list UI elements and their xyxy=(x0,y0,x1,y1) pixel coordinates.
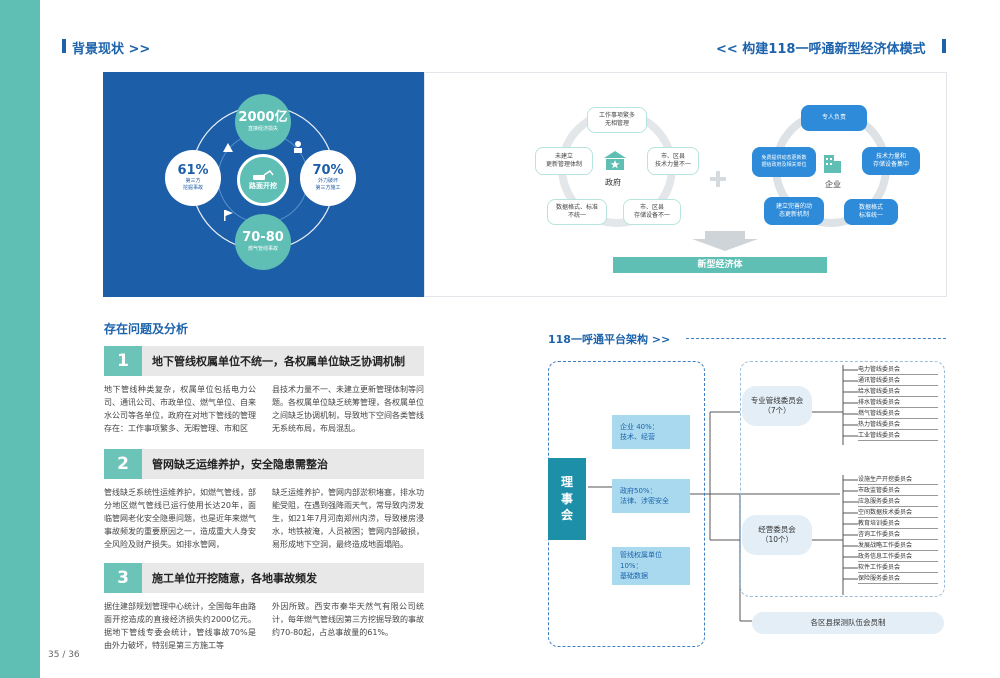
problem-2-text-col1: 管线缺乏系统性运维养护，如燃气管线，部分地区燃气管线已运行使用长达20年，面临管… xyxy=(104,488,256,549)
stat-left-label: 第三方 挖掘事故 xyxy=(182,178,203,192)
left-sidebar-strip xyxy=(0,0,40,678)
stat-top-label: 直接经济损失 xyxy=(247,125,278,132)
problem-1-text-col2: 县技术力量不一、未建立更新管理体制等问题。各权属单位缺乏统筹管理，各权属单位之间… xyxy=(272,385,424,433)
gov-issue-5: 市、区县 存储设备不一 xyxy=(623,199,681,225)
ent-benefit-5: 数据格式 标准统一 xyxy=(844,199,898,225)
worker-icon xyxy=(294,141,302,153)
ent-benefit-1: 专人负责 xyxy=(801,105,867,131)
problems-title: 存在问题及分析 xyxy=(104,322,189,336)
header-right-bar xyxy=(942,39,946,53)
pipeline-committee-item: 燃气管线委员会 xyxy=(858,408,938,419)
problem-1-title: 地下管线权属单位不统一，各权属单位缺乏协调机制 xyxy=(142,346,424,376)
business-committee-list: 设施生产开挖委员会市政监管委员会应急服务委员会空间数据技术委员会教育培训委员会咨… xyxy=(858,474,938,584)
pipeline-committee-count: （7个） xyxy=(763,406,791,415)
problem-2-number: 2 xyxy=(104,449,142,479)
pipeline-committee-item: 工业管线委员会 xyxy=(858,430,938,441)
ent-label: 企业 xyxy=(825,180,841,189)
business-committee-item: 政务信息工作委员会 xyxy=(858,551,938,562)
council-share-pipeline-owners: 管线权属单位10%： 基础数据 xyxy=(612,547,690,585)
header-right-title: << 构建118一呼通新型经济体模式 xyxy=(716,42,926,57)
business-committee-item: 咨询工作委员会 xyxy=(858,529,938,540)
business-committee-item: 应急服务委员会 xyxy=(858,496,938,507)
ent-benefit-4: 建立完善的动 态更新机制 xyxy=(764,197,824,225)
committees-frame xyxy=(740,361,945,597)
council-share-government: 政府50%： 法律、涉密安全 xyxy=(612,479,690,513)
pipeline-committee-name: 专业管线委员会 xyxy=(750,395,804,405)
pipeline-committee-item: 排水管线委员会 xyxy=(858,397,938,408)
problem-1-text-col1: 地下管线种类复杂，权属单位包括电力公司、通讯公司、市政单位、燃气单位、自来水公司… xyxy=(104,385,256,433)
economy-model-panel: 工作事项繁多 无相管理 未建立 更新管理体制 市、区县 技术力量不一 数据格式、… xyxy=(424,72,947,297)
ent-benefit-2: 免费提供动态更新数 据给政府及相关单位 xyxy=(752,147,816,177)
stat-circle-top: 2000亿 直接经济损失 xyxy=(235,94,291,150)
pipeline-committee-item: 电力管线委员会 xyxy=(858,364,938,375)
hand-icon xyxy=(223,143,233,152)
problem-1-number: 1 xyxy=(104,346,142,376)
stat-bottom-value: 70-80 xyxy=(242,230,284,246)
stat-bottom-label: 燃气管线事故 xyxy=(247,245,278,252)
pipeline-committee-item: 通讯管线委员会 xyxy=(858,375,938,386)
header-left-bar xyxy=(62,39,66,53)
excavator-icon xyxy=(253,169,274,180)
problem-3-title: 施工单位开挖随意，各地事故频发 xyxy=(142,563,424,593)
business-committee-item: 市政监管委员会 xyxy=(858,485,938,496)
stat-circle-center: 路面开挖 xyxy=(237,154,289,206)
accident-stats-panel: 2000亿 直接经济损失 61% 第三方 挖掘事故 70% 外力破坏 第三方施工… xyxy=(103,72,424,297)
district-survey-membership: 各区县探测队伍会员制 xyxy=(752,612,944,634)
stat-circle-right: 70% 外力破坏 第三方施工 xyxy=(300,150,356,206)
pipeline-committee-list: 电力管线委员会通讯管线委员会给水管线委员会排水管线委员会燃气管线委员会热力管线委… xyxy=(858,364,938,441)
page-number: 35 / 36 xyxy=(48,650,80,660)
council-label: 理 事 会 xyxy=(548,458,586,540)
council-share-enterprise: 企业 40%： 技术、经营 xyxy=(612,415,690,449)
government-building-icon xyxy=(604,151,626,170)
stat-top-value: 2000亿 xyxy=(238,110,288,126)
header-left-title: 背景现状 >> xyxy=(72,42,151,57)
arch-title: 118一呼通平台架构 >> xyxy=(548,333,671,346)
business-committee-item: 发展战略工作委员会 xyxy=(858,540,938,551)
flag-icon xyxy=(224,210,233,221)
pipeline-committee-box: 专业管线委员会 （7个） xyxy=(742,386,812,426)
stat-left-value: 61% xyxy=(177,162,209,178)
stat-circle-bottom: 70-80 燃气管线事故 xyxy=(235,214,291,270)
stat-center-label: 路面开挖 xyxy=(249,182,277,190)
gov-issue-4: 数据格式、标准 不统一 xyxy=(547,199,607,225)
enterprise-building-icon xyxy=(824,155,841,173)
problem-3-text-col1: 据住建部规划管理中心统计，全国每年由路面开挖造成的直接经济损失约2000亿元。据… xyxy=(104,602,256,650)
business-committee-item: 软件工作委员会 xyxy=(858,562,938,573)
business-committee-name: 经营委员会 xyxy=(758,524,796,534)
business-committee-item: 保险服务委员会 xyxy=(858,573,938,584)
ent-benefit-3: 技术力量和 存储设备集中 xyxy=(862,147,920,175)
gov-issue-3: 市、区县 技术力量不一 xyxy=(647,147,699,175)
stat-right-label: 外力破坏 第三方施工 xyxy=(315,178,341,192)
stat-circle-left: 61% 第三方 挖掘事故 xyxy=(165,150,221,206)
business-committee-item: 设施生产开挖委员会 xyxy=(858,474,938,485)
pipeline-committee-item: 热力管线委员会 xyxy=(858,419,938,430)
problem-2-title: 管网缺乏运维养护，安全隐患需整治 xyxy=(142,449,424,479)
arch-connectors xyxy=(588,365,858,622)
business-committee-item: 空间数据技术委员会 xyxy=(858,507,938,518)
gov-issue-2: 未建立 更新管理体制 xyxy=(535,147,593,175)
gov-label: 政府 xyxy=(605,178,621,187)
stat-right-value: 70% xyxy=(312,162,344,178)
pipeline-committee-item: 给水管线委员会 xyxy=(858,386,938,397)
business-committee-count: （10个） xyxy=(760,535,794,544)
arch-title-rule xyxy=(686,338,946,339)
problem-3-number: 3 xyxy=(104,563,142,593)
business-committee-item: 教育培训委员会 xyxy=(858,518,938,529)
business-committee-box: 经营委员会 （10个） xyxy=(742,515,812,555)
gov-issue-1: 工作事项繁多 无相管理 xyxy=(587,107,647,133)
problem-3-text-col2: 外因所致。西安市秦华天然气有限公司统计，每年燃气管线因第三方挖掘导致的事故约70… xyxy=(272,602,424,637)
new-economy-label: 新型经济体 xyxy=(613,257,827,273)
problem-2-text-col2: 缺乏运维养护，管网内部淤积堵塞，排水功能受阻，在遇到强降雨天气，常导致内涝发生，… xyxy=(272,488,424,549)
